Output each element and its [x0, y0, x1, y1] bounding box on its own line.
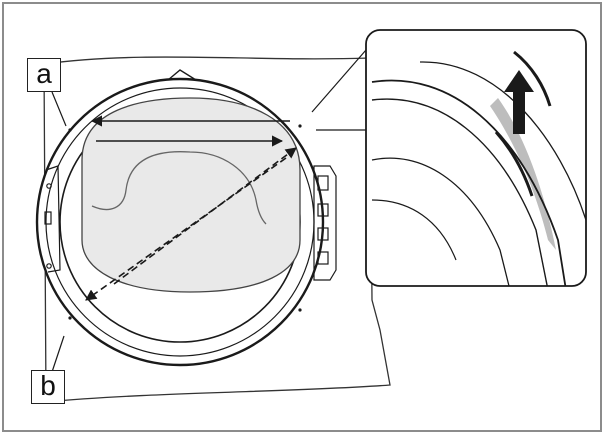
arrow-up-icon	[504, 70, 534, 134]
leader-line-b	[51, 335, 65, 373]
detail-seal-lip-lifted	[513, 50, 552, 107]
drum-baffle-outline	[91, 151, 267, 225]
door-glass	[81, 97, 301, 293]
leader-line-a	[51, 91, 67, 127]
detail-seal-highlight	[490, 98, 556, 250]
callout-label-a: a	[27, 58, 61, 92]
detail-panel-content	[371, 50, 586, 286]
callout-label-b: b	[31, 370, 65, 404]
ring-marks	[68, 124, 302, 320]
detail-panel	[365, 29, 587, 287]
measure-arrow-diagonal-b	[85, 157, 287, 301]
latch-detail	[313, 165, 337, 281]
detail-seal-lip	[494, 131, 534, 197]
door-top-tab	[167, 69, 197, 81]
detail-leader-top	[311, 49, 367, 113]
hinge-detail	[44, 165, 61, 273]
